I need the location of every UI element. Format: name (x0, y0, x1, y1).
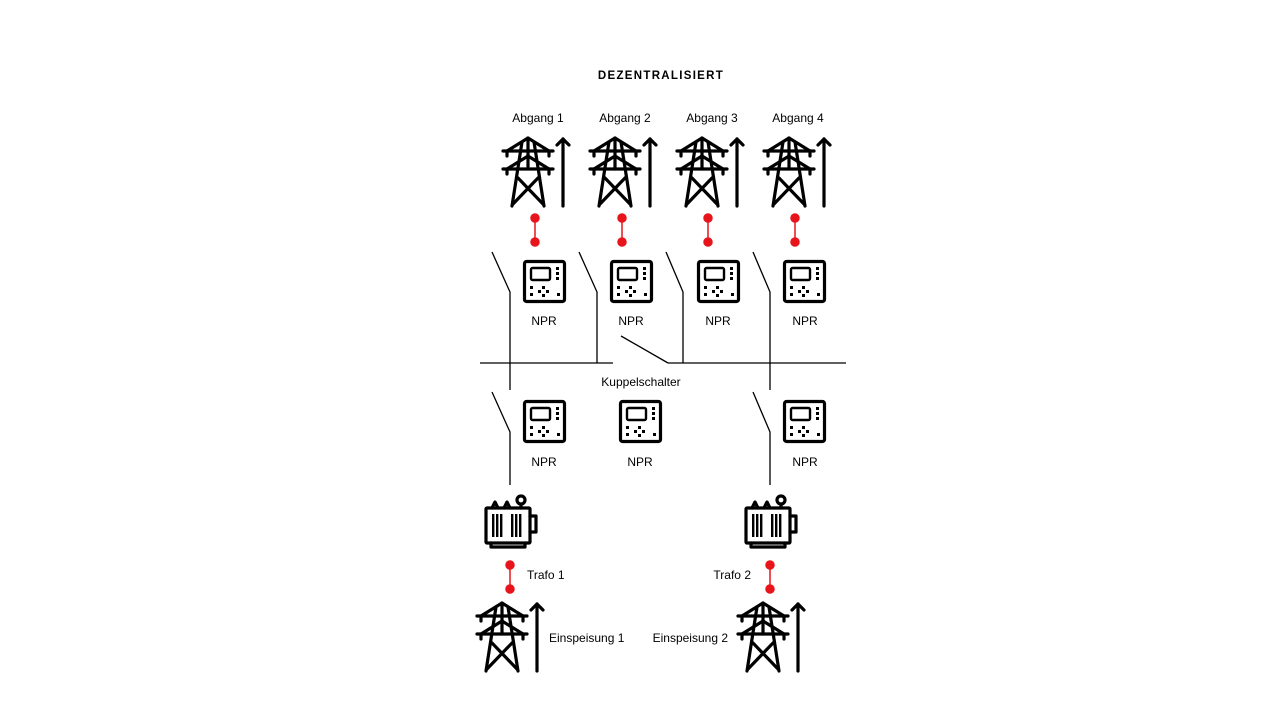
incomer-label-1: Einspeisung 1 (549, 631, 625, 645)
power-tower-icon (588, 136, 658, 208)
diagram-title: DEZENTRALISIERT (598, 70, 724, 82)
transformer-label-1: Trafo 1 (527, 568, 565, 582)
power-tower-icon (736, 601, 806, 673)
relay-label: NPR (531, 455, 557, 469)
relay-icon (609, 259, 654, 304)
feeder-label-4: Abgang 4 (772, 111, 824, 125)
connection-markers (505, 213, 800, 594)
transformer-icon (744, 494, 798, 549)
busbar-and-switches (480, 251, 846, 485)
feeder-label-1: Abgang 1 (512, 111, 564, 125)
relay-label: NPR (627, 455, 653, 469)
relay-label: NPR (531, 314, 557, 328)
relay-label: NPR (705, 314, 731, 328)
relay-icon (782, 399, 827, 444)
incomer-label-2: Einspeisung 2 (653, 631, 729, 645)
power-tower-icon (675, 136, 745, 208)
power-tower-icon (475, 601, 545, 673)
feeder-label-2: Abgang 2 (599, 111, 651, 125)
coupler-label: Kuppelschalter (601, 375, 680, 389)
relay-icon (782, 259, 827, 304)
power-tower-icon (762, 136, 832, 208)
relay-label: NPR (792, 455, 818, 469)
feeder-label-3: Abgang 3 (686, 111, 738, 125)
transformer-icon (484, 494, 538, 549)
relay-icon (696, 259, 741, 304)
power-tower-icon (501, 136, 571, 208)
relay-icon (522, 399, 567, 444)
relay-icon (618, 399, 663, 444)
relay-label: NPR (792, 314, 818, 328)
relay-icon (522, 259, 567, 304)
transformer-label-2: Trafo 2 (713, 568, 751, 582)
relay-label: NPR (618, 314, 644, 328)
